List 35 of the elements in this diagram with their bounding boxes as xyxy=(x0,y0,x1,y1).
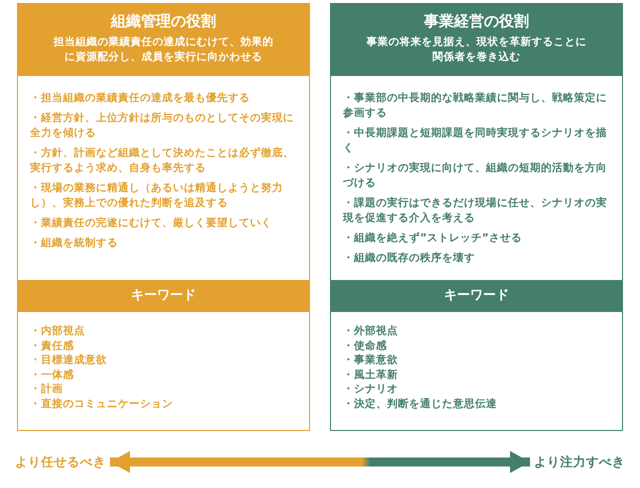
keyword-item: ・シナリオ xyxy=(343,382,399,396)
section-header: キーワード xyxy=(331,280,622,312)
bullet-item: ・担当組織の業績責任の達成を最も優先する xyxy=(30,91,251,106)
bullet-item: ・組織の既存の秩序を壊す xyxy=(343,251,476,266)
bullet-item: ・業績責任の完遂にむけて、厳しく要望していく xyxy=(30,216,273,231)
bullet-item: ・課題の実行はできるだけ現場に任せ、シナリオの実現を促進する介入を考える xyxy=(343,196,608,226)
bullet-item: ・組織を統制する xyxy=(30,236,119,251)
column-panel xyxy=(330,3,623,431)
keyword-item: ・使命感 xyxy=(343,338,388,353)
keyword-item: ・外部視点 xyxy=(343,324,399,338)
bullet-item: ・方針、計画など組織として決めたことは必ず徹底、実行するよう求め、自身も率先する xyxy=(30,146,295,176)
keyword-item: ・風土革新 xyxy=(343,368,399,382)
column-title: 事業経営の役割 xyxy=(424,12,529,31)
double-headed-arrow xyxy=(110,451,530,473)
bullet-item: ・経営方針、上位方針は所与のものとしてその実現に全力を傾ける xyxy=(30,111,295,141)
keyword-item: ・計画 xyxy=(30,382,64,396)
keyword-item: ・一体感 xyxy=(30,368,75,382)
bullet-item: ・組織を絶えず”ストレッチ”させる xyxy=(343,231,523,246)
keyword-item: ・決定、判断を通じた意思伝達 xyxy=(343,396,498,411)
keyword-item: ・直接のコミュニケーション xyxy=(30,396,174,411)
bullet-item: ・中長期課題と短期課題を同時実現するシナリオを描く xyxy=(343,126,608,156)
keyword-item: ・目標達成意欲 xyxy=(30,353,108,368)
keyword-item: ・内部視点 xyxy=(30,324,86,338)
direction-label: より注力すべき xyxy=(534,450,634,474)
bullet-item: ・現場の業務に精通し（あるいは精通しようと努力し）、実務上での優れた判断を追及する xyxy=(30,181,284,211)
column-subtitle: 担当組織の業績責任の達成にむけて、効果的に資源配分し、成員を実行に向かわせる xyxy=(52,35,274,65)
keyword-item: ・事業意欲 xyxy=(343,353,399,368)
bullet-item: ・事業部の中長期的な戦略業績に関与し、戦略策定に参画する xyxy=(343,91,608,121)
bullet-item: ・シナリオの実現に向けて、組織の短期的活動を方向づける xyxy=(343,161,608,191)
direction-label: より任せるべき xyxy=(6,450,106,474)
section-header: キーワード xyxy=(18,280,309,312)
column-subtitle: 事業の将来を見据え、現状を革新することに関係者を巻き込む xyxy=(366,35,588,65)
column-title: 組織管理の役割 xyxy=(111,12,216,31)
column-panel xyxy=(17,3,310,431)
keyword-item: ・責任感 xyxy=(30,338,75,353)
